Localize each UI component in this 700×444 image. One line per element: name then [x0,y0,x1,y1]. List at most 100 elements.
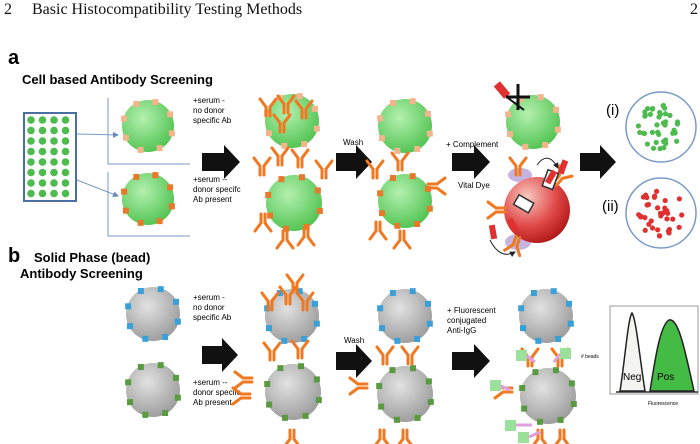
fluorescent-conjugates-icon [490,348,571,443]
bead-b-top-4 [518,288,574,344]
cell-dot [666,230,672,236]
epitope [281,337,288,344]
cell-dot [638,213,644,220]
epitope [142,411,149,418]
panel-a-letter: a [8,47,20,69]
epitope [568,380,575,387]
antibodies-a-bottom-2 [252,146,334,250]
cell-dot [659,211,665,217]
epitope [426,320,433,327]
cell-dot [656,233,663,239]
epitope [521,405,528,412]
epitope [266,325,273,332]
b-serum-top-line3: specific Ab [193,313,232,322]
epitope [265,192,272,199]
epitope [133,173,140,180]
epitope [167,111,174,118]
arrow-a-4 [580,145,616,179]
epitope [378,403,385,410]
well [38,158,47,166]
cell-dot [642,227,648,233]
b-serum-bottom-line3: Ab present [193,398,232,407]
epitope [137,146,144,153]
cell-dot [654,205,661,211]
epitope [296,288,303,295]
well [27,179,35,187]
epitope [316,207,323,214]
panel-a-title: Cell based Antibody Screening [22,72,213,87]
cell-dot [676,224,682,230]
epitope [152,172,159,179]
cell-dot [649,129,656,136]
epitope [137,219,144,226]
epitope [174,394,181,401]
b-serum-bottom-line2: donor specifc [193,388,241,397]
antibody [374,428,390,444]
epitope [535,337,542,344]
cell-a-top-3 [377,98,433,154]
cell-dot [653,139,659,146]
complement-blocked-icon [493,81,530,111]
epitope [156,145,163,152]
antibody [375,345,395,366]
cell-dot [637,129,643,136]
epitope [394,416,401,423]
cell-dot [641,130,648,137]
cell-a-bottom-1 [121,172,175,226]
antibody [503,234,522,258]
antibody [397,428,413,444]
cell-dot [646,221,652,227]
epitope [301,140,308,147]
b-serum-top-line1: +serum - [193,293,225,302]
well [27,168,35,177]
epitope [376,383,383,390]
epitope [379,135,386,142]
epitope [389,175,396,182]
well [61,116,70,124]
antibodies-b-bottom-3 [348,345,420,444]
epitope [156,218,163,225]
epitope [554,126,561,133]
antibody [426,176,447,196]
a-serum-bottom-line1: +serum -- [193,175,228,184]
page-header: 2 Basic Histocompatibility Testing Metho… [0,0,700,22]
epitope [394,337,401,344]
b-fluor-line1: + Fluorescent [447,306,496,315]
cell-body [377,366,433,422]
arrow-a-3 [452,145,490,179]
epitope [283,225,290,232]
antibody [262,341,282,362]
cell-dot [664,216,670,222]
cell-dot [670,130,676,136]
cell-body [122,100,174,152]
antibody [486,200,507,220]
epitope [379,210,386,217]
antibody [290,339,310,360]
epitope [530,290,537,297]
bead-b-bottom-2 [264,363,322,421]
well [27,116,35,124]
epitope [282,414,289,421]
antibody [285,273,305,294]
b-fluor-line2: conjugated [447,316,486,325]
running-title: Basic Histocompatibility Testing Methods [32,1,303,18]
well [61,158,70,166]
epitope [311,300,318,307]
a-result-i-label: (i) [606,102,619,119]
epitope [542,141,549,148]
cell-body [378,99,432,153]
epitope [133,100,140,107]
epitope [296,93,303,100]
antibody [348,376,369,396]
cell-body [519,289,573,343]
b-serum-top-line2: no donor [193,303,225,312]
cell-dot [661,138,667,145]
epitope [565,300,572,307]
arrow-b-1 [202,338,238,372]
cell-dot [655,227,661,233]
well [50,147,58,156]
well [38,189,47,198]
cell-a-top-1 [121,99,175,153]
epitope [570,400,577,407]
panel-b-letter: b [8,245,20,267]
